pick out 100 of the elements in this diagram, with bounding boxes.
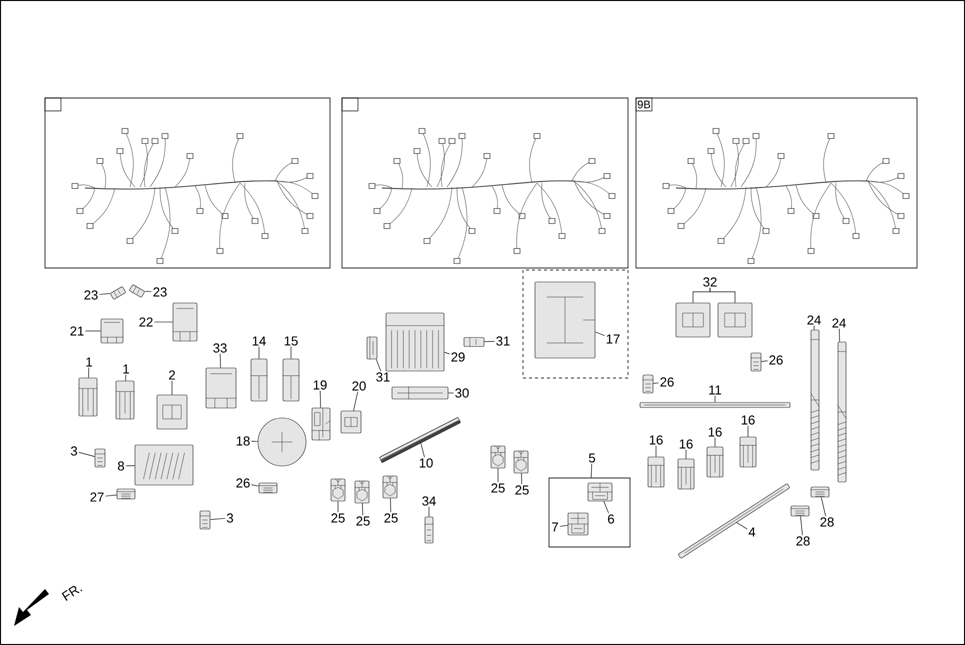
leader-line [736, 522, 748, 530]
leader-line [800, 516, 803, 536]
leader-line [428, 506, 430, 517]
leader-line [595, 332, 605, 336]
leader-line [353, 392, 358, 411]
callout-number: 24 [807, 315, 821, 325]
leader-line [210, 518, 226, 520]
cap-drawing [567, 512, 589, 536]
callout-number: 28 [796, 536, 810, 546]
leader-line [251, 484, 259, 486]
bolt-drawing [642, 374, 654, 394]
bolt-drawing [116, 488, 136, 500]
leader-line [220, 354, 221, 368]
callout-number: 29 [451, 352, 465, 362]
callout-number: 16 [680, 439, 693, 449]
cable-tie-drawing [838, 342, 847, 482]
cap-drawing [587, 482, 613, 502]
callout-number: 3 [226, 513, 234, 523]
callout-number: 30 [455, 388, 469, 398]
callout-number: 25 [356, 516, 370, 526]
callout-number: 26 [660, 377, 674, 387]
callout-number: 10 [420, 458, 433, 468]
callout-number: 19 [314, 380, 327, 390]
relay-drawing [172, 302, 198, 342]
callout-number: 14 [252, 336, 266, 346]
callout-number: 32 [703, 277, 717, 287]
clip-drawing [513, 450, 529, 474]
ignition-switch-drawing [534, 282, 596, 358]
leader-line [78, 452, 95, 457]
bolt-drawing [790, 506, 810, 516]
callout-number: 23 [153, 287, 167, 297]
switch-drawing [311, 407, 331, 441]
leader-line [838, 328, 840, 342]
callout-number: 4 [748, 528, 756, 536]
callout-number: 24 [832, 318, 846, 328]
bolt-drawing [258, 482, 278, 494]
fuse-drawing [115, 380, 135, 420]
leader-line [710, 288, 736, 303]
leader-line [390, 498, 392, 512]
plate-drawing [392, 386, 448, 400]
cover-drawing [134, 444, 194, 486]
callout-number: 3 [70, 446, 78, 456]
clip-drawing [354, 480, 370, 504]
control-unit-drawing [385, 312, 445, 372]
callout-number: 20 [352, 381, 366, 391]
callout-number: 16 [708, 427, 722, 437]
leader-line [820, 497, 826, 516]
leader-line [714, 395, 716, 402]
fuse-drawing [677, 458, 695, 490]
connector-drawing [676, 302, 710, 338]
leader-line [144, 291, 152, 292]
callout-number: 34 [422, 496, 436, 506]
leader-line [420, 442, 425, 458]
callout-number: 15 [284, 336, 298, 346]
leader-line [653, 382, 659, 384]
callout-number: 1 [123, 364, 129, 374]
callout-number: 1 [86, 358, 92, 366]
fuse-drawing [78, 378, 98, 417]
connector-drawing [340, 410, 362, 434]
callout-number: 31 [496, 336, 510, 346]
callout-number: 23 [84, 290, 98, 300]
callout-number: 33 [213, 343, 227, 353]
fuse-drawing [739, 436, 757, 468]
fuse-drawing [647, 456, 665, 488]
screw-drawing [464, 336, 484, 348]
leader-line [99, 293, 110, 295]
callout-number: 5 [588, 453, 596, 463]
key-drawing [282, 358, 300, 402]
leader-line [258, 346, 260, 359]
leader-line [560, 525, 568, 527]
bolt-drawing [424, 516, 434, 544]
leader-line [604, 501, 609, 514]
leader-line [320, 390, 321, 408]
callout-number: 17 [606, 334, 620, 344]
relay-drawing [205, 368, 237, 409]
leader-line [88, 367, 90, 378]
callout-number: 6 [608, 514, 614, 524]
clip-drawing [490, 445, 506, 468]
callout-number: 22 [139, 317, 153, 327]
leader-line [251, 440, 258, 442]
panel-tag: 9B [636, 98, 652, 112]
leader-line [105, 494, 117, 496]
callout-number: 26 [769, 355, 783, 365]
leader-line [444, 352, 450, 354]
callout-number: 26 [236, 478, 250, 488]
dashed-group-box [522, 270, 628, 378]
leader-line [761, 360, 768, 362]
callout-number: 25 [515, 485, 529, 495]
bolt-drawing [750, 352, 762, 372]
cable-drawing [640, 402, 790, 408]
callout-number: 16 [650, 435, 663, 445]
leader-line [714, 438, 716, 447]
fuse-drawing [706, 446, 724, 478]
leader-line [125, 374, 126, 381]
bolt-drawing [199, 510, 211, 530]
callout-number: 2 [169, 370, 175, 380]
leader-line [484, 340, 495, 342]
leader-line [448, 392, 454, 394]
callout-number: 8 [118, 461, 124, 471]
leader-line [362, 503, 364, 516]
